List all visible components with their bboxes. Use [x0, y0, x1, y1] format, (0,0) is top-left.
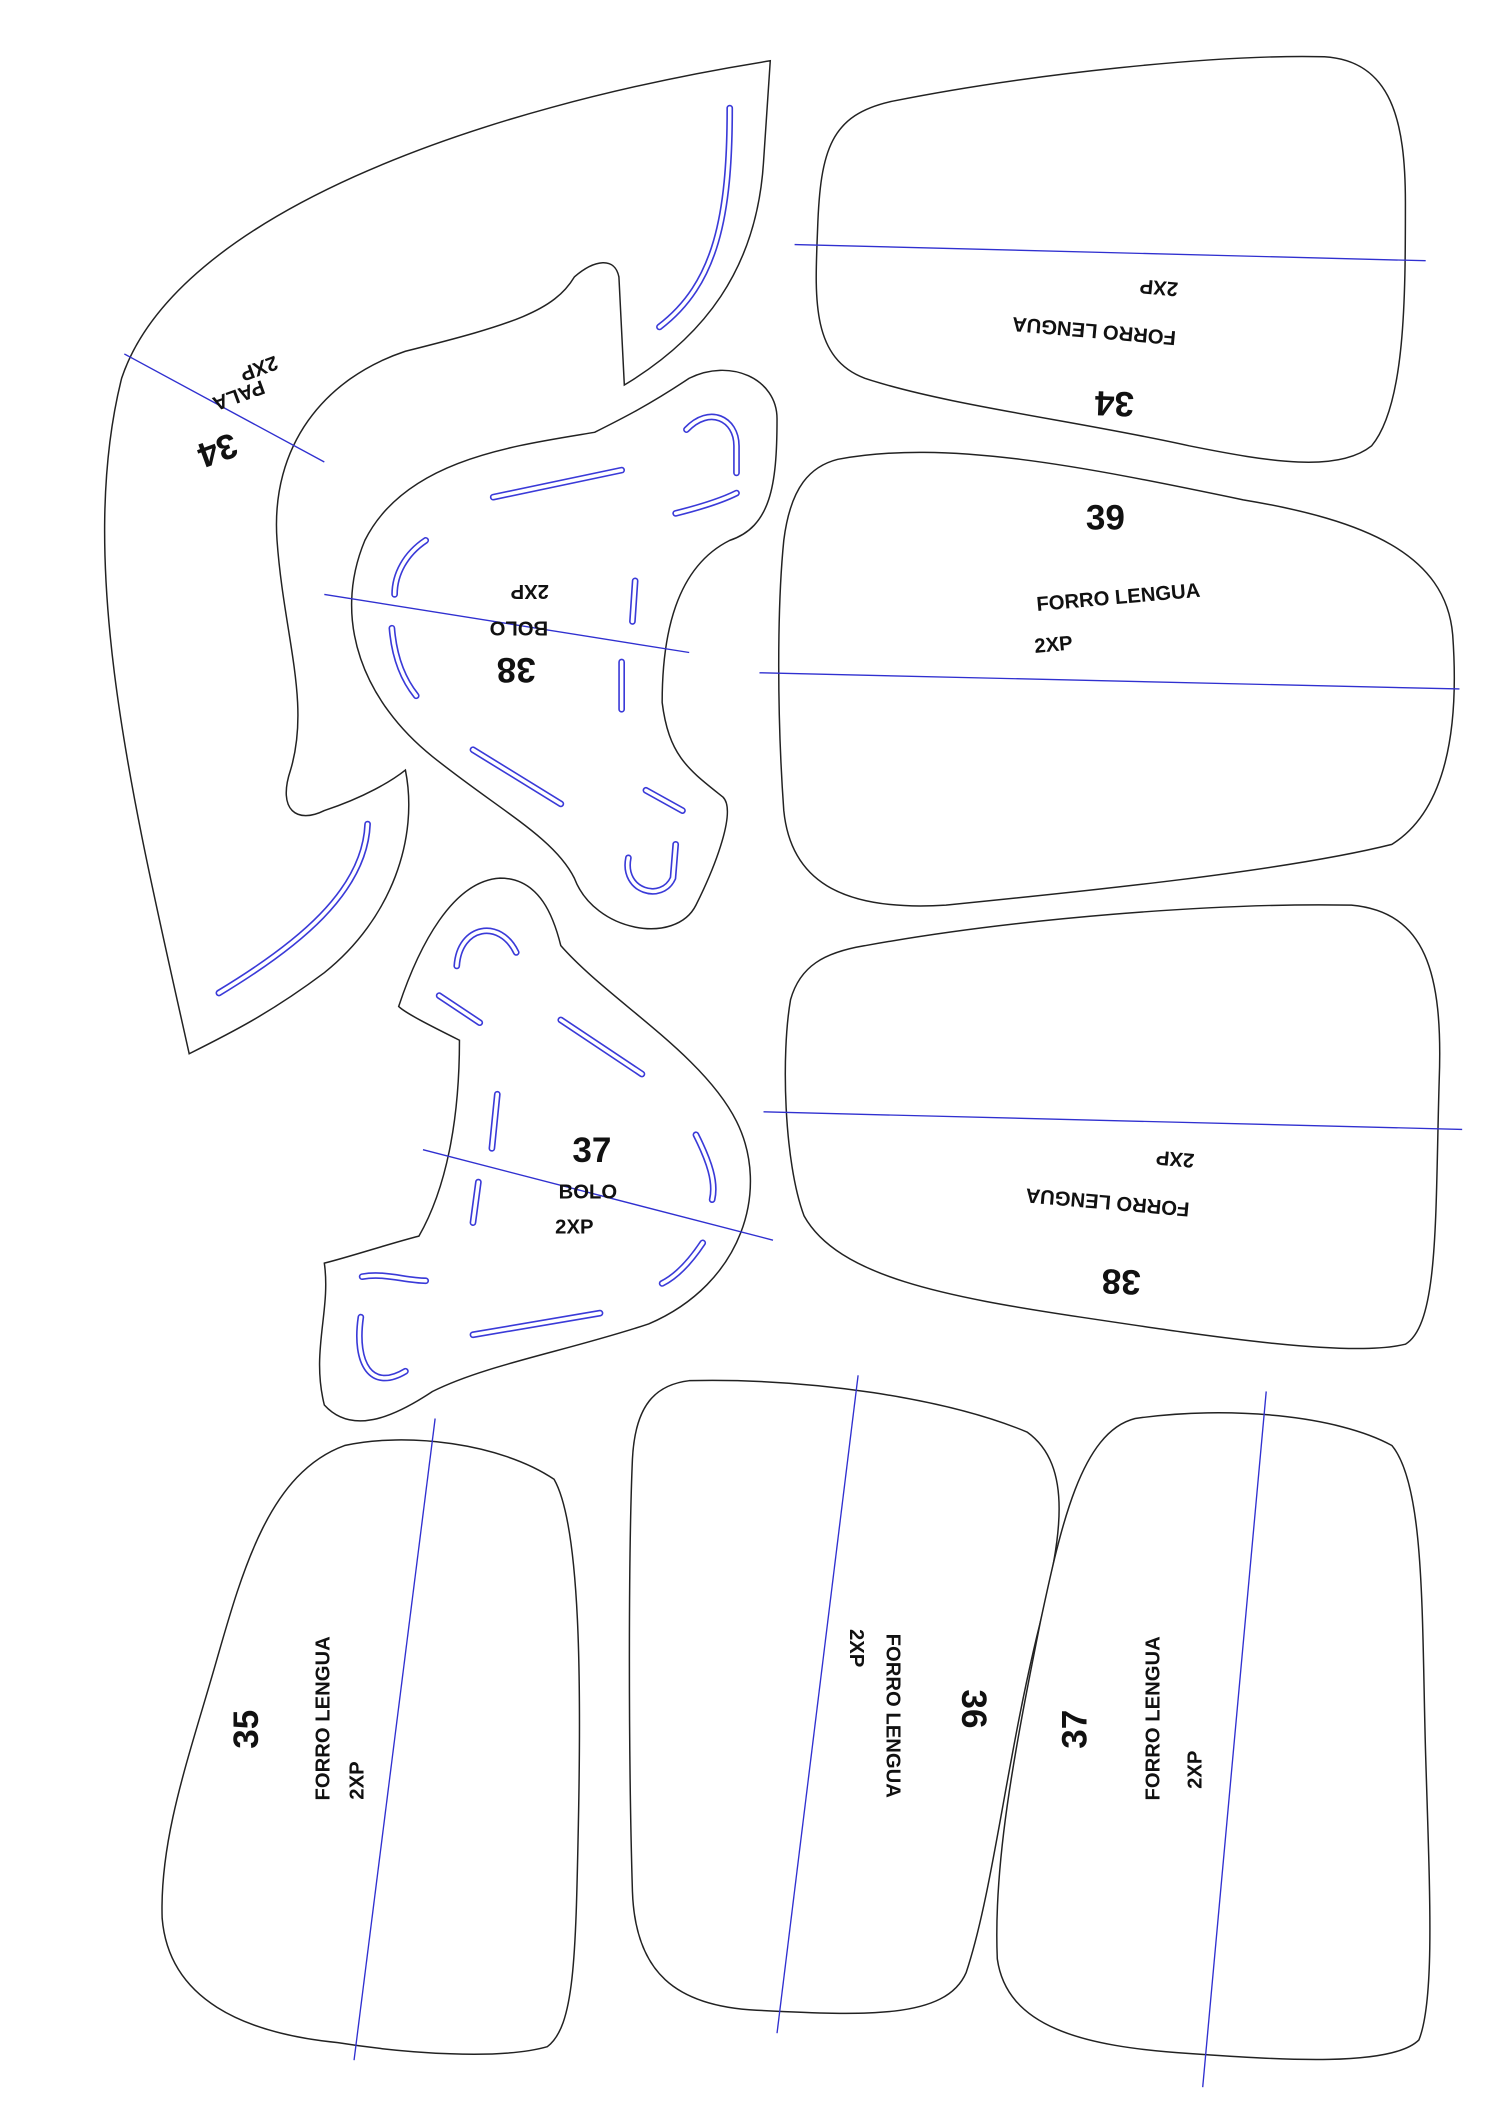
piece-forro-lengua-37: 37 FORRO LENGUA 2XP	[996, 1391, 1431, 2088]
piece-qty: 2XP	[511, 580, 549, 602]
piece-qty: 2XP	[845, 1629, 867, 1667]
piece-name: BOLO	[559, 1181, 618, 1203]
piece-number: 37	[572, 1131, 611, 1170]
piece-qty: 2XP	[1034, 633, 1074, 658]
piece-name: FORRO LENGUA	[1142, 1636, 1164, 1801]
piece-number: 37	[1055, 1710, 1094, 1749]
piece-number: 36	[954, 1689, 993, 1728]
piece-qty: 2XP	[1184, 1751, 1206, 1789]
piece-forro-lengua-36: 36 FORRO LENGUA 2XP	[628, 1375, 1060, 2034]
piece-forro-lengua-34: 34 FORRO LENGUA 2XP	[794, 55, 1426, 464]
piece-number: 38	[1101, 1261, 1141, 1301]
piece-name: FORRO LENGUA	[881, 1634, 903, 1799]
piece-name: FORRO LENGUA	[313, 1636, 335, 1801]
piece-number: 39	[1086, 499, 1125, 538]
stitch-lines	[388, 413, 740, 895]
piece-forro-lengua-39: 39 FORRO LENGUA 2XP	[759, 451, 1460, 907]
piece-pala-34: 34 PALA 2XP	[103, 59, 772, 1055]
piece-name: BOLO	[490, 616, 549, 638]
piece-bolo-37: 37 BOLO 2XP	[318, 877, 774, 1422]
piece-forro-lengua-35: 35 FORRO LENGUA 2XP	[161, 1418, 581, 2061]
piece-number: 38	[497, 650, 536, 689]
piece-forro-lengua-38: 38 FORRO LENGUA 2XP	[763, 904, 1463, 1350]
piece-qty: 2XP	[1139, 274, 1179, 299]
piece-qty: 2XP	[347, 1761, 369, 1799]
grainline	[124, 353, 325, 463]
piece-number: 34	[1094, 383, 1135, 423]
piece-number: 35	[227, 1710, 266, 1749]
piece-bolo-38: 38 BOLO 2XP	[324, 369, 778, 930]
piece-qty: 2XP	[1155, 1146, 1195, 1171]
stitch-lines	[356, 927, 717, 1382]
piece-qty: 2XP	[555, 1216, 593, 1238]
